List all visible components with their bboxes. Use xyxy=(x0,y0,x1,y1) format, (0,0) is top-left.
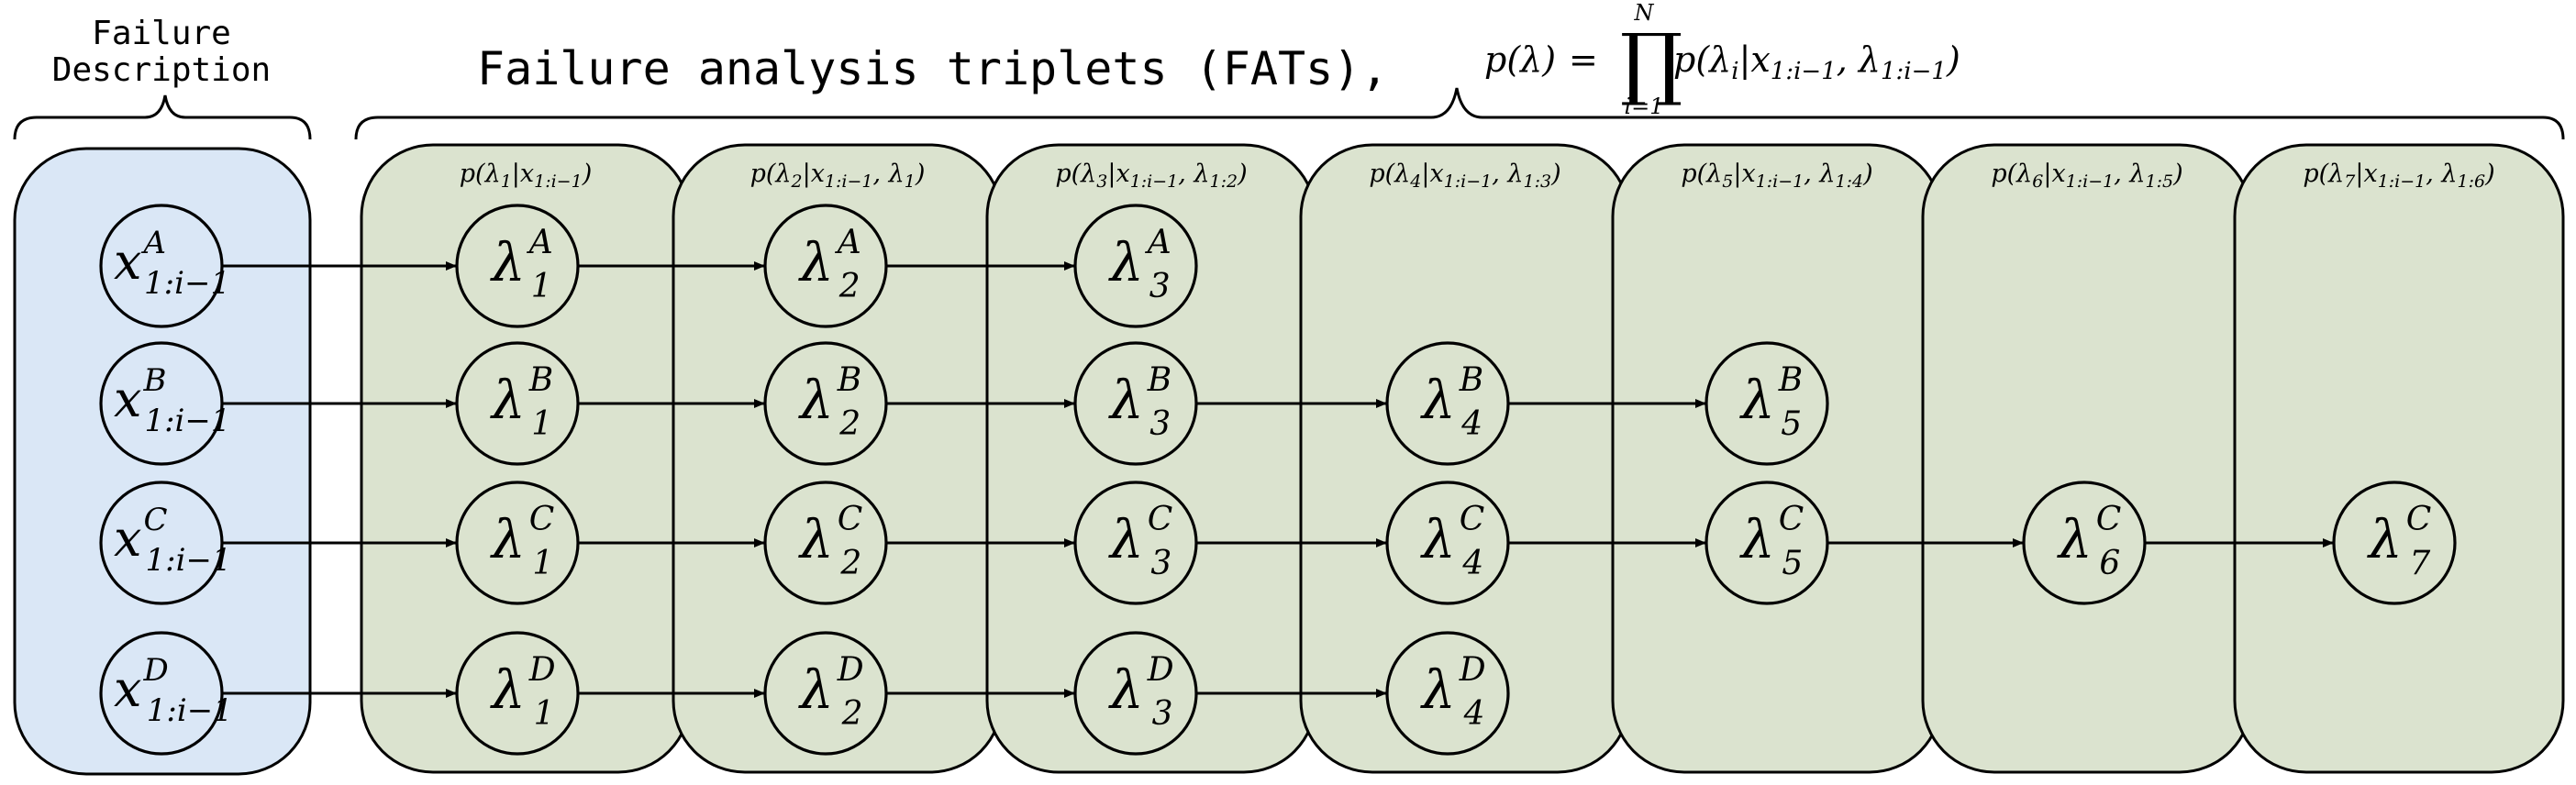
formula-lhs: p(λ) xyxy=(1484,39,1556,80)
fat-stage-panel-6 xyxy=(1921,143,2253,774)
failure-description-title-line1: Failure xyxy=(92,15,231,52)
failure-description-title-line2: Description xyxy=(52,51,271,89)
fat-stage-panel-7 xyxy=(2233,143,2565,774)
failure-description-brace xyxy=(13,94,312,140)
fats-brace xyxy=(354,87,2565,140)
dependency-edges xyxy=(222,261,2334,698)
formula-equals: = xyxy=(1569,39,1598,80)
fat-stage-header-5: p(λ5|x1:i−1, λ1:4) xyxy=(1681,160,1872,192)
fat-stage-header-1: p(λ1|x1:i−1) xyxy=(460,160,592,192)
fat-stage-header-3: p(λ3|x1:i−1, λ1:2) xyxy=(1055,160,1247,192)
formula-product-symbol: ∏ xyxy=(1620,17,1682,109)
fat-stage-header-6: p(λ6|x1:i−1, λ1:5) xyxy=(1991,160,2182,192)
formula-upper-limit: N xyxy=(1634,0,1655,26)
fat-stage-header-4: p(λ4|x1:i−1, λ1:3) xyxy=(1369,160,1560,192)
fats-title: Failure analysis triplets (FATs), xyxy=(477,42,1388,95)
joint-probability-formula: p(λ) = ∏ N i=1 p(λi|x1:i−1, λ1:i−1) xyxy=(1484,0,1960,119)
fat-stage-header-2: p(λ2|x1:i−1, λ1) xyxy=(750,160,926,192)
formula-lower-limit: i=1 xyxy=(1624,94,1663,119)
fat-stage-header-7: p(λ7|x1:i−1, λ1:6) xyxy=(2303,160,2494,192)
formula-rhs: p(λi|x1:i−1, λ1:i−1) xyxy=(1673,39,1960,85)
